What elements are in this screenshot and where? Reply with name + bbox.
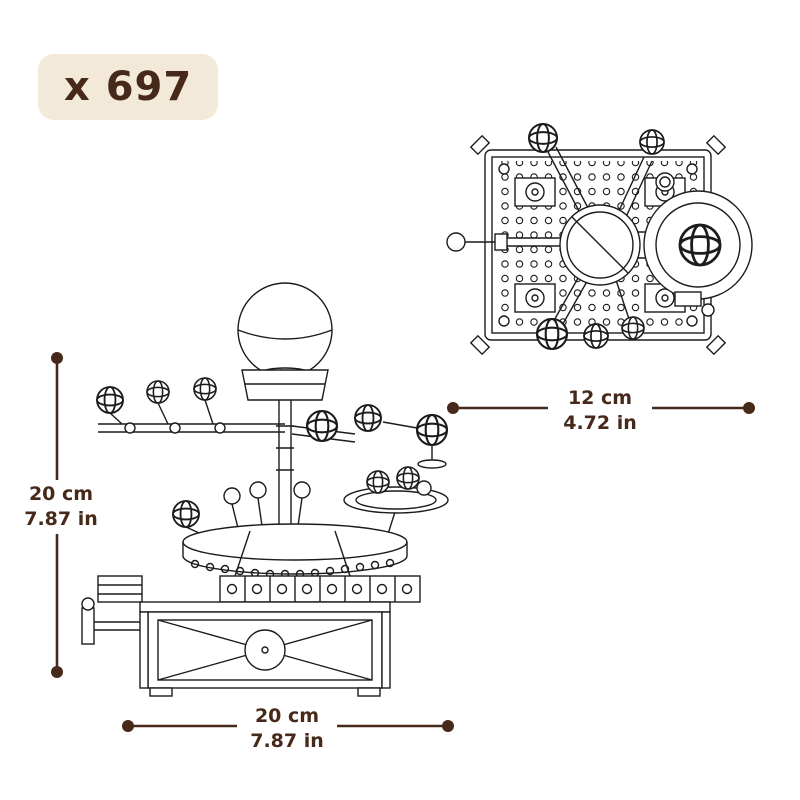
- width-cm-value: 20 cm: [254, 705, 320, 727]
- piece-count-badge: x 697: [38, 54, 219, 120]
- height-dimension-label: 20 cm 7.87 in: [18, 480, 104, 535]
- width-dimension-label: 20 cm 7.87 in: [237, 702, 337, 757]
- piece-count-label: x 697: [64, 64, 193, 110]
- height-cm-value: 20 cm: [28, 483, 94, 505]
- width-inch-value: 7.87 in: [250, 730, 324, 753]
- orrery-top-view-drawing: [446, 123, 753, 356]
- orrery-front-view-drawing: [81, 282, 449, 697]
- top-width-dimension-label: 12 cm 4.72 in: [548, 384, 652, 439]
- top-width-inch-value: 4.72 in: [563, 412, 637, 435]
- top-width-cm-value: 12 cm: [567, 387, 633, 409]
- height-inch-value: 7.87 in: [24, 508, 98, 531]
